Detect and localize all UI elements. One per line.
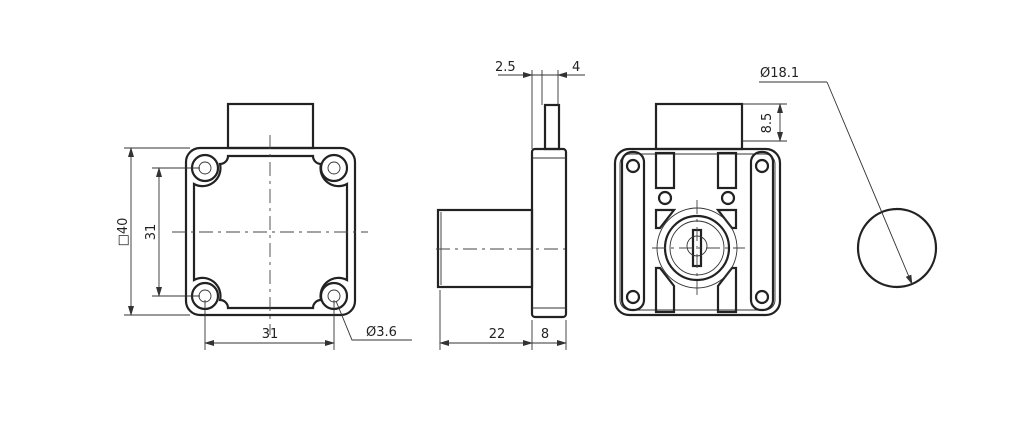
cam-boss	[654, 102, 744, 151]
dim-cutout-diameter: Ø18.1	[760, 66, 799, 81]
dim-cam-offset: 2.5	[495, 60, 516, 75]
body-outline	[184, 146, 357, 317]
body-outline	[613, 147, 782, 317]
slot	[654, 151, 676, 190]
cutout-view: Ø18.1	[759, 66, 938, 289]
right-rail	[749, 150, 775, 312]
cam-boss	[226, 102, 315, 150]
inner-recess	[192, 154, 349, 310]
left-rail	[620, 150, 646, 312]
cylinder	[436, 208, 534, 289]
dim-cam-thickness: 4	[572, 60, 580, 75]
back-view: 8.5	[613, 102, 787, 317]
side-view: 2.5 4 22 8	[436, 60, 585, 350]
dim-hole-spacing-horizontal: 31	[262, 327, 279, 342]
dim-square-size: □40	[116, 218, 131, 247]
cam	[543, 103, 561, 151]
dim-hole-spacing-vertical: 31	[144, 224, 159, 241]
front-view: □40 31 31 Ø3.6	[116, 102, 412, 350]
dim-body-depth: 8	[541, 327, 549, 342]
slot	[716, 151, 738, 190]
flange	[530, 147, 568, 319]
dim-cam-height: 8.5	[760, 113, 775, 134]
dim-hole-diameter: Ø3.6	[366, 325, 397, 340]
cutout-circle	[856, 207, 938, 289]
dim-cylinder-length: 22	[489, 327, 506, 342]
